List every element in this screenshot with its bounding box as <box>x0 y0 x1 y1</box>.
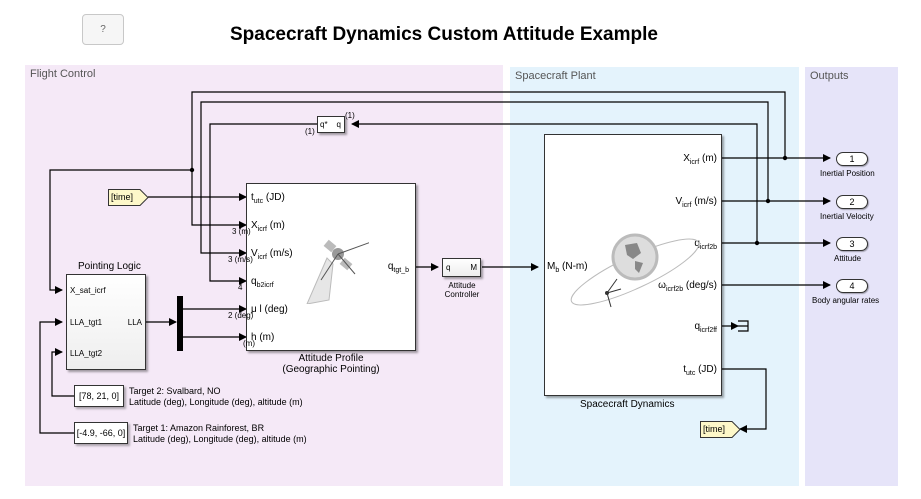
pointing-in-tgt2: LLA_tgt2 <box>70 349 103 358</box>
outport-2[interactable]: 2 <box>836 195 868 209</box>
outport-3-label: Attitude <box>834 254 862 263</box>
dim-q: 4 <box>238 283 243 292</box>
attitude-profile-block[interactable]: tutc (JD) Xicrf (m) Vicrf (m/s) qb2icrf … <box>246 183 416 351</box>
goto-time-right[interactable]: [time] <box>700 421 741 438</box>
pointing-in-xsat: X_sat_icrf <box>70 286 106 295</box>
target1-constant[interactable]: [-4.9, -66, 0] <box>74 422 128 444</box>
controller-out: M <box>470 263 477 272</box>
dyn-out-omega: ωicrf2b (deg/s) <box>658 280 717 293</box>
dyn-out-vicrf: Vicrf (m/s) <box>675 196 717 209</box>
title-text: Spacecraft Dynamics Custom Attitude Exam… <box>230 24 658 45</box>
area-outputs: Outputs <box>805 67 898 486</box>
dyn-out-qicrf2b: qicrf2b <box>694 238 717 251</box>
outport-3[interactable]: 3 <box>836 237 868 251</box>
earth-orbit-icon <box>570 233 700 308</box>
outport-2-label: Inertial Velocity <box>820 212 874 221</box>
dyn-out-tutc: tutc (JD) <box>683 364 717 377</box>
outport-1-label: Inertial Position <box>820 169 875 178</box>
conj-in-dim: (1) <box>305 127 315 136</box>
conj-out-dim: (1) <box>345 111 355 120</box>
conj-in-label: q* <box>320 120 328 129</box>
attitude-profile-title: Attitude Profile (Geographic Pointing) <box>282 353 380 375</box>
dim-v: 3 (m/s) <box>228 255 253 264</box>
help-button[interactable]: ? <box>82 14 124 45</box>
area-label-spacecraft-plant: Spacecraft Plant <box>515 70 596 82</box>
conj-out-label: q <box>336 120 341 129</box>
goto-time-left-label: [time] <box>111 192 134 202</box>
dim-x: 3 (m) <box>232 227 251 236</box>
profile-in-h: h (m) <box>251 332 275 343</box>
spacecraft-dynamics-block[interactable]: Mb (N-m) Xicrf (m) Vicrf (m/s) qicrf2b ω… <box>544 134 722 396</box>
dyn-in-mb: Mb (N-m) <box>547 261 588 274</box>
profile-in-xicrf: Xicrf (m) <box>251 220 285 233</box>
outport-4-label: Body angular rates <box>812 296 880 305</box>
pointing-in-tgt1: LLA_tgt1 <box>70 318 103 327</box>
profile-in-qb2icrf: qb2icrf <box>251 276 274 289</box>
dyn-out-qicrf2ff: qicrf2ff <box>694 321 717 334</box>
target2-constant[interactable]: [78, 21, 0] <box>74 385 124 407</box>
attitude-controller-block[interactable]: q M <box>442 258 481 277</box>
goto-time-left[interactable]: [time] <box>108 189 149 206</box>
profile-out-qtgt: qtgt_b <box>387 261 409 274</box>
satellite-icon <box>306 239 369 304</box>
spacecraft-dynamics-title: Spacecraft Dynamics <box>580 399 675 410</box>
dim-h: (m) <box>243 339 255 348</box>
attitude-controller-title: Attitude Controller <box>444 281 480 299</box>
controller-in: q <box>446 263 451 272</box>
area-label-outputs: Outputs <box>810 70 849 82</box>
pointing-logic-title: Pointing Logic <box>78 261 141 272</box>
dyn-out-xicrf: Xicrf (m) <box>683 153 717 166</box>
goto-time-right-label: [time] <box>703 424 726 434</box>
pointing-logic-block[interactable]: X_sat_icrf LLA_tgt1 LLA_tgt2 LLA <box>66 274 146 370</box>
profile-in-tutc: tutc (JD) <box>251 192 285 205</box>
dim-mul: 2 (deg) <box>228 311 254 320</box>
quaternion-conjugate-block[interactable]: q* q <box>317 116 345 133</box>
outport-1[interactable]: 1 <box>836 152 868 166</box>
outport-4[interactable]: 4 <box>836 279 868 293</box>
area-label-flight-control: Flight Control <box>30 68 96 80</box>
pointing-out-lla: LLA <box>127 318 142 327</box>
profile-in-mul: μ l (deg) <box>251 304 288 315</box>
profile-in-vicrf: Vicrf (m/s) <box>251 248 293 261</box>
